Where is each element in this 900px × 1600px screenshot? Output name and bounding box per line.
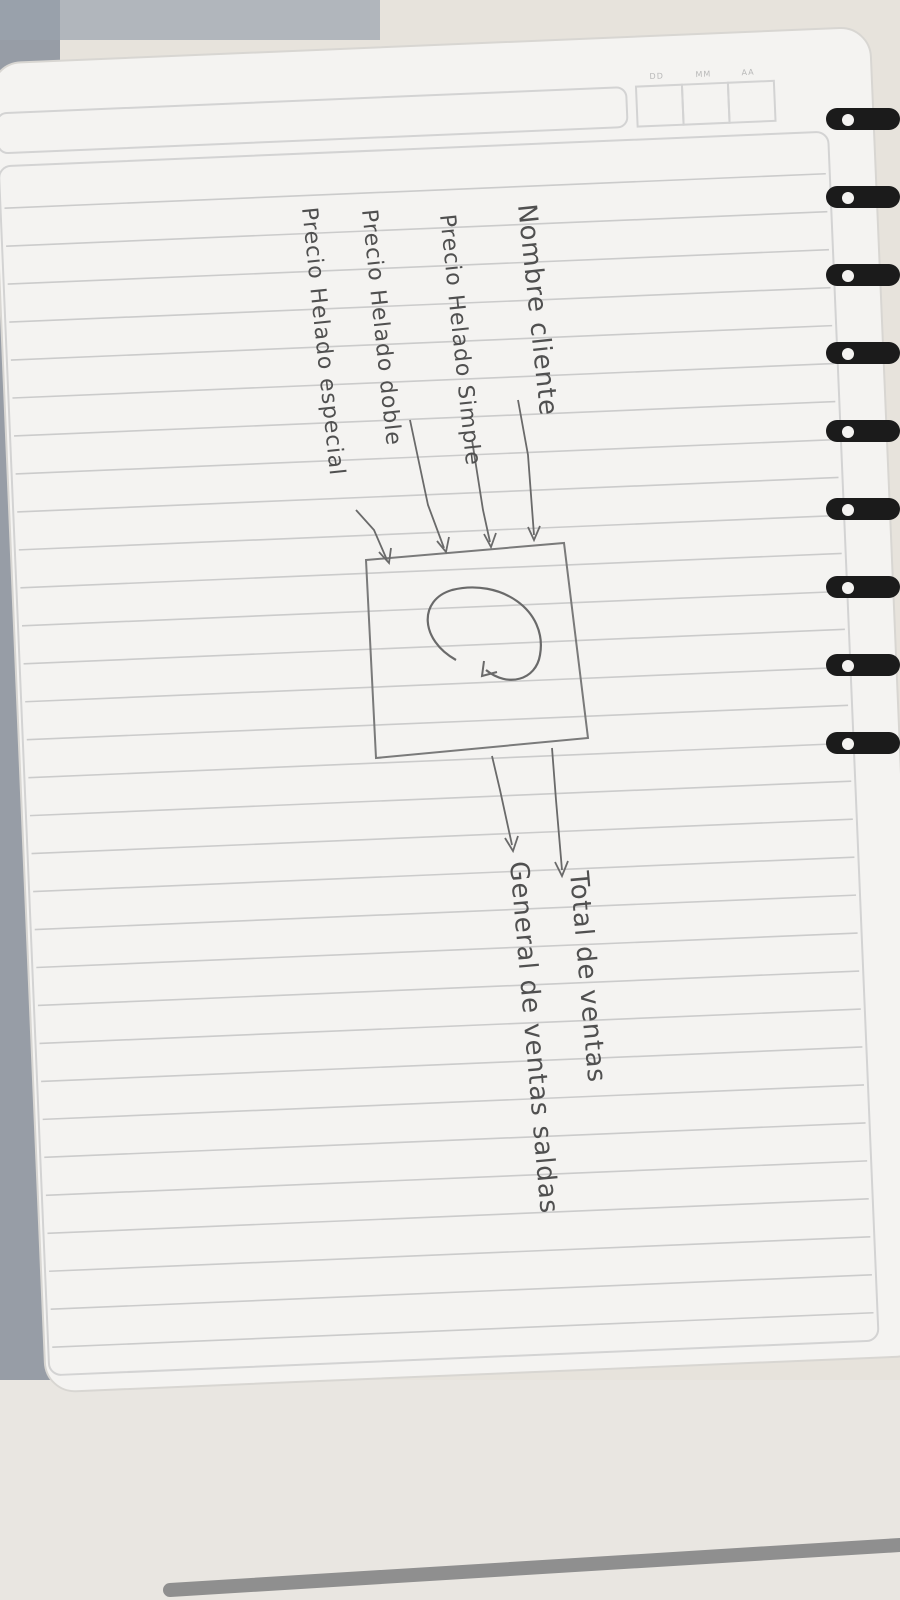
ruled-line bbox=[6, 210, 828, 247]
ruled-line bbox=[15, 438, 837, 475]
ruled-line bbox=[34, 894, 857, 931]
ruled-line bbox=[26, 704, 849, 741]
ruled-line bbox=[21, 590, 844, 627]
output-arrow-total-ventas bbox=[551, 747, 563, 871]
spiral-ring bbox=[826, 342, 900, 364]
date-label-aa: AA bbox=[741, 68, 755, 78]
spiral-binding bbox=[826, 108, 900, 754]
spiral-ring bbox=[826, 264, 900, 286]
input-arrow-helado-doble bbox=[409, 419, 445, 549]
ruled-line bbox=[7, 248, 829, 285]
spiral-hole bbox=[842, 660, 854, 672]
ruled-line bbox=[50, 1273, 872, 1311]
output-arrow-general-ventas bbox=[491, 755, 513, 846]
spiral-ring bbox=[826, 108, 900, 130]
ruled-line bbox=[4, 172, 826, 209]
ruled-line bbox=[12, 362, 834, 399]
spiral-ring bbox=[826, 654, 900, 676]
ruled-line bbox=[49, 1236, 871, 1273]
ruled-line bbox=[10, 324, 833, 361]
date-label-mm: MM bbox=[695, 69, 711, 79]
spiral-hole bbox=[842, 504, 854, 516]
input-arrow-helado-especial bbox=[355, 509, 388, 561]
ruled-line bbox=[18, 514, 841, 551]
ruled-line bbox=[14, 400, 836, 437]
background-bottom bbox=[0, 1380, 900, 1600]
date-box-aa bbox=[726, 79, 777, 124]
ruled-line bbox=[41, 1046, 863, 1083]
ruled-line bbox=[33, 856, 855, 893]
spiral-hole bbox=[842, 582, 854, 594]
ruled-line bbox=[36, 932, 858, 969]
ruled-line bbox=[39, 1008, 861, 1045]
ruled-line bbox=[20, 552, 842, 589]
ruled-line bbox=[47, 1198, 869, 1235]
spiral-hole bbox=[842, 348, 854, 360]
ruled-line bbox=[23, 628, 845, 665]
arrowhead-icon bbox=[378, 547, 392, 566]
loop-arrowhead-icon bbox=[480, 660, 498, 678]
arrowhead-icon bbox=[554, 860, 569, 879]
date-boxes: DD MM AA bbox=[634, 68, 777, 128]
background-top-left bbox=[0, 0, 380, 40]
spiral-hole bbox=[842, 192, 854, 204]
arrowhead-icon bbox=[436, 536, 450, 555]
notebook-page: DD MM AA bbox=[0, 27, 900, 1393]
ruled-line bbox=[37, 970, 860, 1007]
input-arrow-nombre-cliente bbox=[517, 399, 535, 536]
header-bar bbox=[0, 86, 629, 154]
arrowhead-icon bbox=[504, 835, 519, 854]
spiral-hole bbox=[842, 426, 854, 438]
spiral-ring bbox=[826, 498, 900, 520]
ruled-line bbox=[44, 1122, 866, 1159]
ruled-lines bbox=[4, 172, 874, 1348]
ruled-line bbox=[42, 1084, 865, 1121]
spiral-hole bbox=[842, 114, 854, 126]
ruled-line bbox=[17, 476, 839, 513]
ruled-line bbox=[29, 780, 852, 817]
spiral-ring bbox=[826, 186, 900, 208]
spiral-hole bbox=[842, 270, 854, 282]
ruled-line bbox=[9, 286, 831, 323]
spiral-ring bbox=[826, 732, 900, 754]
spiral-ring bbox=[826, 420, 900, 442]
ruled-line bbox=[45, 1160, 868, 1197]
ruled-line bbox=[31, 818, 853, 855]
ruled-line bbox=[28, 742, 850, 779]
input-arrow-helado-simple bbox=[471, 439, 491, 543]
date-label-dd: DD bbox=[649, 71, 664, 81]
ruled-line bbox=[25, 666, 847, 703]
spiral-hole bbox=[842, 738, 854, 750]
ruled-line bbox=[52, 1311, 874, 1348]
process-box bbox=[364, 541, 590, 760]
arrowhead-icon bbox=[483, 532, 497, 550]
arrowhead-icon bbox=[527, 525, 541, 543]
spiral-ring bbox=[826, 576, 900, 598]
pen bbox=[163, 1538, 900, 1597]
process-loop-icon bbox=[426, 586, 542, 681]
